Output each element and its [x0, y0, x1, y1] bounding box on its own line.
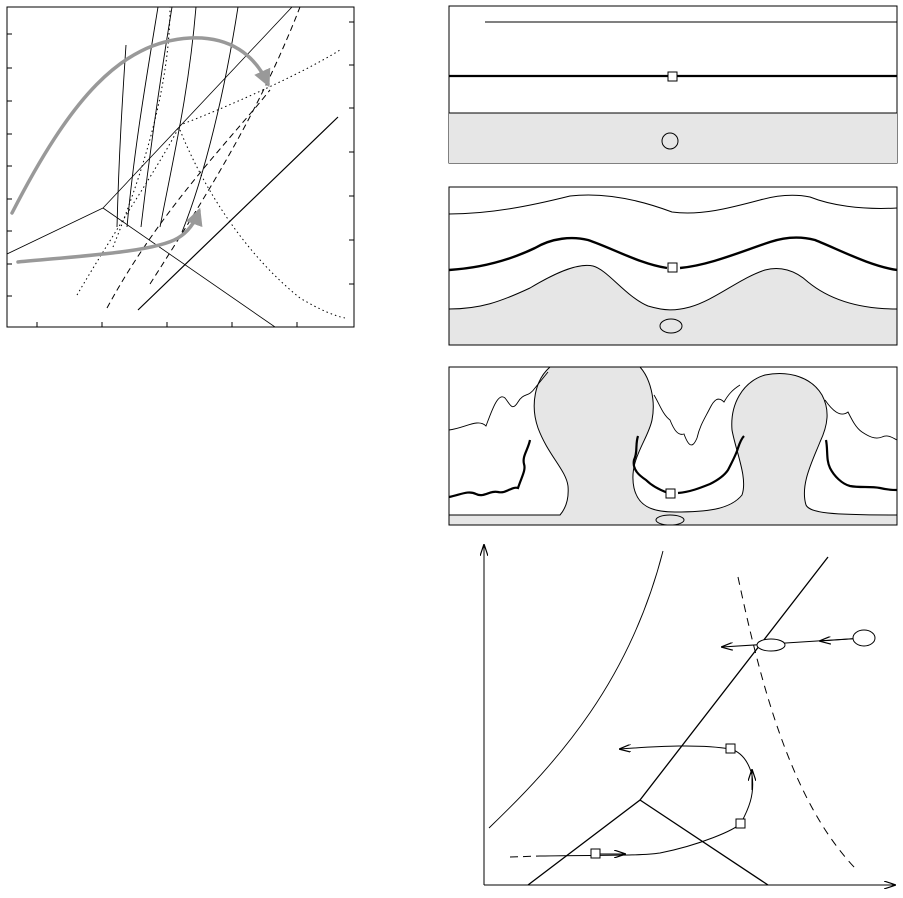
- square-marker-flat: [668, 72, 677, 81]
- dashed-lead-in: [510, 856, 540, 857]
- interface-flat: [449, 6, 897, 163]
- interface-fingered-frame: [449, 367, 897, 525]
- interface-wavy: [449, 187, 897, 345]
- dashed-boundary-curve: [738, 577, 855, 868]
- square-marker-wavy: [668, 263, 677, 272]
- phase-boundary-branch: [640, 800, 768, 885]
- square-marker-fingered: [666, 489, 675, 498]
- phase-diagram-frame: [7, 7, 354, 327]
- trajectory-diagram: [484, 545, 895, 885]
- phase-boundary-main: [528, 557, 828, 885]
- square-marker-2: [736, 819, 745, 828]
- trajectory-square-lower: [540, 775, 753, 856]
- ellipse-marker-front: [757, 639, 785, 651]
- ellipse-marker-start: [853, 630, 875, 646]
- phase-diagram: [7, 7, 354, 327]
- solid-region-flat: [449, 113, 897, 163]
- square-marker-1: [591, 849, 600, 858]
- interface-fingered: [449, 367, 897, 525]
- thin-boundary-curve: [489, 551, 663, 828]
- square-marker-3: [726, 744, 735, 753]
